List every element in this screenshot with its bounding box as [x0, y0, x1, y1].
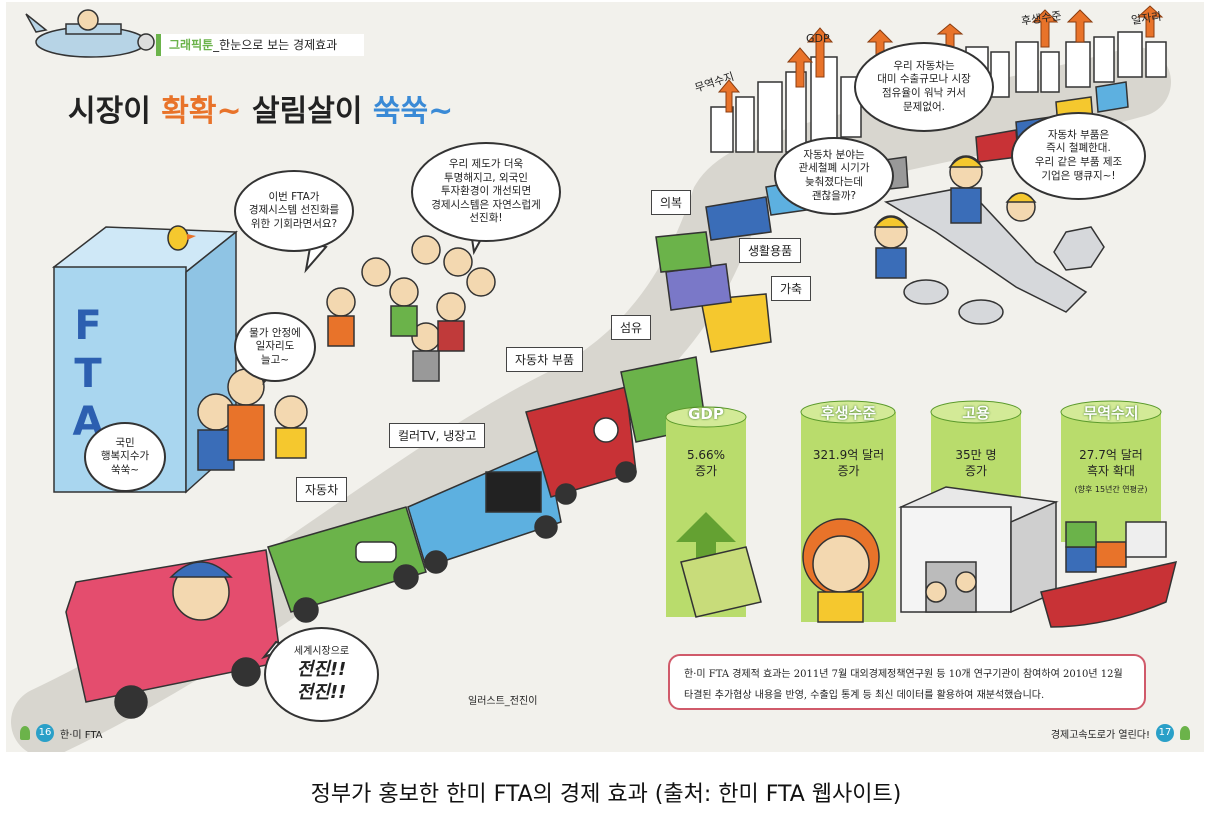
- wrench-icon: [883, 186, 1105, 325]
- speech-bubble-advance: 세계시장으로 전진!! 전진!!: [264, 627, 379, 722]
- truck-parts: [525, 386, 637, 505]
- pillar-trade-title: 무역수지: [1083, 404, 1139, 422]
- workers-people: [873, 155, 1037, 279]
- label-tv: 컬러TV, 냉장고: [389, 423, 486, 448]
- bird-icon: [167, 225, 196, 251]
- pillar-gdp-title: GDP: [688, 405, 724, 423]
- info-box: 한·미 FTA 경제적 효과는 2011년 7월 대외경제정책연구원 등 10개…: [668, 654, 1146, 710]
- pillar-trade-note: (향후 15년간 연평균): [1074, 485, 1148, 494]
- label-parts: 자동차 부품: [506, 347, 584, 372]
- page-number-right: 17: [1156, 724, 1174, 742]
- label-clothing: 의복: [651, 190, 692, 215]
- image-caption: 정부가 홍보한 한미 FTA의 경제 효과 (출처: 한미 FTA 웹사이트): [310, 782, 902, 807]
- pillar-employment: [930, 400, 1022, 502]
- series-title: _한눈으로 보는 경제효과: [213, 38, 338, 52]
- factory-building: [898, 486, 1059, 614]
- truck-car-carrier: [65, 549, 282, 719]
- tree-icon: [1180, 726, 1190, 740]
- label-household: 생활용품: [739, 238, 802, 263]
- footer-right: 경제고속도로가 열린다! 17: [1051, 724, 1190, 742]
- speech-bubble-parts: 자동차 부품은 즉시 철폐한대. 우리 같은 부품 제조 기업은 땡큐지~!: [1011, 112, 1146, 200]
- speech-bubble-happiness: 국민 행복지수가 쑥쑥~: [84, 422, 166, 492]
- building-fta-letters: FTA: [72, 303, 104, 445]
- headline-part4: 쑥쑥~: [372, 94, 454, 129]
- speech-bubble-prices: 물가 안정에 일자리도 늘고~: [234, 312, 316, 382]
- advance-big-text-2: 전진!!: [296, 682, 347, 703]
- box-character: [680, 546, 762, 618]
- series-banner: 그래픽툰_한눈으로 보는 경제효과: [156, 34, 364, 56]
- crowd-people: [326, 235, 496, 382]
- pillar-welfare-value: 321.9억 달러 증가: [812, 448, 885, 479]
- pillar-trade-value: 27.7억 달러 흑자 확대: [1079, 448, 1143, 479]
- info-box-text: 한·미 FTA 경제적 효과는 2011년 7월 대외경제정책연구원 등 10개…: [684, 669, 1123, 701]
- cargo-ship: [1040, 521, 1178, 628]
- footer-left-text: 한·미 FTA: [60, 729, 103, 741]
- label-car: 자동차: [296, 477, 348, 502]
- headline: 시장이 확확~ 살림살이 쑥쑥~: [68, 86, 453, 130]
- advance-big-text-1: 전진!!: [296, 658, 347, 680]
- page-number-left: 16: [36, 724, 54, 742]
- sky-label-gdp: GDP: [806, 32, 830, 45]
- label-textile: 섬유: [611, 315, 652, 340]
- pillar-welfare-title: 후생수준: [820, 404, 877, 422]
- growth-arrows: [717, 5, 1164, 113]
- speech-bubble-car-export: 우리 자동차는 대미 수출규모나 시장 점유율이 워낙 커서 문제없어.: [854, 42, 994, 132]
- truck-livestock: [700, 293, 772, 353]
- pillar-trade: [1060, 400, 1162, 542]
- headline-part2: 확확~: [161, 94, 242, 129]
- footer-left: 16 한·미 FTA: [20, 724, 103, 742]
- illustration-credit: 일러스트_전진이: [468, 696, 538, 707]
- headline-part1: 시장이: [68, 94, 162, 129]
- footer-right-text: 경제고속도로가 열린다!: [1050, 729, 1150, 741]
- speech-bubble-fta-opportunity: 이번 FTA가 경제시스템 선진화를 위한 기회라면서요?: [234, 170, 354, 252]
- advance-small-text: 세계시장으로: [293, 645, 350, 657]
- airplane-icon: [25, 9, 155, 58]
- infographic-poster: 그래픽툰_한눈으로 보는 경제효과 시장이 확확~ 살림살이 쑥쑥~ 무역수지 …: [6, 2, 1204, 752]
- truck-car: [267, 506, 427, 623]
- series-label: 그래픽툰: [169, 38, 214, 52]
- label-livestock: 가축: [771, 276, 812, 301]
- speech-bubble-tariff-worry: 자동차 분야는 관세철폐 시기가 늦춰졌다는데 괜찮을까?: [774, 137, 894, 215]
- speech-bubble-system: 우리 제도가 더욱 투명해지고, 외국인 투자환경이 개선되면 경제시스템은 자…: [411, 142, 561, 242]
- headline-part3: 살림살이: [241, 94, 373, 129]
- pillar-employment-value: 35만 명 증가: [955, 448, 997, 479]
- woman-character: [802, 518, 880, 623]
- pillar-employment-title: 고용: [962, 404, 990, 422]
- truck-tv: [407, 445, 562, 574]
- pillar-gdp-value: 5.66% 증가: [686, 448, 726, 479]
- tree-icon: [20, 726, 30, 740]
